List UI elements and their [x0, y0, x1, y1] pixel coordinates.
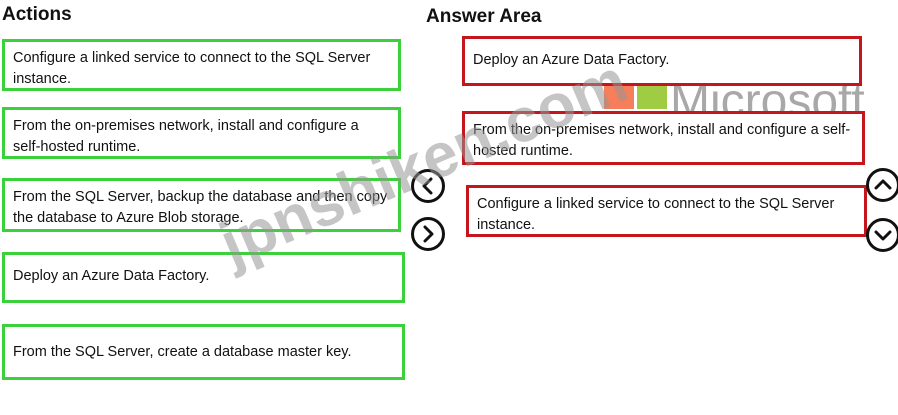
action-item[interactable]: From the SQL Server, create a database m… [2, 324, 405, 380]
move-down-button[interactable] [866, 218, 898, 252]
move-up-button[interactable] [866, 168, 898, 202]
answer-item[interactable]: From the on-premises network, install an… [462, 111, 865, 165]
action-item[interactable]: Deploy an Azure Data Factory. [2, 252, 405, 303]
chevron-left-icon [422, 177, 433, 195]
action-item[interactable]: From the on-premises network, install an… [2, 107, 401, 159]
answer-area-heading: Answer Area [426, 6, 542, 27]
chevron-up-icon [874, 179, 892, 190]
chevron-right-icon [423, 225, 434, 243]
action-item[interactable]: Configure a linked service to connect to… [2, 39, 401, 91]
actions-heading: Actions [2, 4, 72, 25]
move-right-button[interactable] [411, 217, 445, 251]
answer-item[interactable]: Configure a linked service to connect to… [466, 185, 867, 237]
action-item[interactable]: From the SQL Server, backup the database… [2, 178, 401, 232]
chevron-down-icon [874, 230, 892, 241]
answer-item[interactable]: Deploy an Azure Data Factory. [462, 36, 862, 86]
move-left-button[interactable] [411, 169, 445, 203]
